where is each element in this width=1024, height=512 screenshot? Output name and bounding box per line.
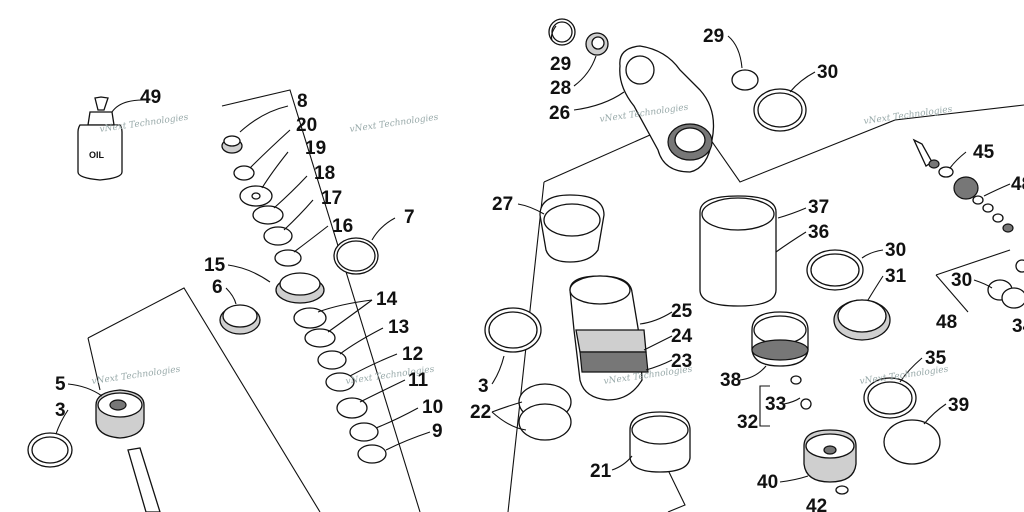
callout-label: 23: [671, 351, 692, 372]
callout-label: 8: [297, 91, 308, 112]
callout-label: 19: [305, 138, 326, 159]
callout-label: 16: [332, 216, 353, 237]
watermark-text: vNext Technologies: [349, 113, 439, 135]
callout-label: 24: [671, 326, 693, 347]
seal-rings-left: [219, 237, 379, 335]
main-cylinder: [484, 194, 691, 473]
callout-label: 48: [1011, 174, 1024, 195]
callout-label: 37: [808, 197, 829, 218]
callout-label: 31: [885, 266, 907, 287]
callout-label: 48: [936, 312, 957, 333]
adjuster-parts: [912, 138, 1024, 309]
callout-label: 32: [737, 412, 758, 433]
callout-label: 38: [720, 370, 741, 391]
shaft-assembly: [27, 389, 161, 512]
callout-label: 42: [806, 496, 827, 512]
callout-label: 20: [296, 115, 317, 136]
callout-label: 30: [885, 240, 906, 261]
callout-label: 3: [55, 400, 66, 421]
callout-label: 13: [388, 317, 409, 338]
callout-label: 28: [550, 78, 571, 99]
callout-label: 27: [492, 194, 513, 215]
watermark-text: vNext Technologies: [863, 105, 953, 127]
callout-label: 17: [321, 188, 342, 209]
callout-label: 36: [808, 222, 829, 243]
top-eyelet: [548, 18, 807, 173]
piston-stack: [221, 135, 387, 464]
oil-bottle: [77, 96, 123, 181]
leader-lines: [55, 25, 1011, 483]
callout-label: 39: [948, 395, 969, 416]
watermark-text: vNext Technologies: [91, 365, 181, 387]
callout-label: 7: [404, 207, 415, 228]
callout-label: 11: [408, 370, 429, 391]
callout-label: 45: [973, 142, 995, 163]
callout-label: 12: [402, 344, 423, 365]
group-outline-lines: [87, 89, 1024, 512]
lower-valve-parts: [790, 375, 941, 495]
callout-label: 26: [549, 103, 570, 124]
callout-label: 3: [478, 376, 489, 397]
callout-label: 29: [550, 54, 571, 75]
callout-label: 18: [314, 163, 335, 184]
callout-label: 14: [376, 289, 398, 310]
callout-label: 10: [422, 397, 443, 418]
callout-label: 30: [951, 270, 972, 291]
callout-label: 40: [757, 472, 778, 493]
callout-label: 33: [765, 394, 786, 415]
callout-labels: 49 8 20 19 18 17 16 7 15 6 14 13 12 11 1…: [55, 26, 1024, 512]
callout-label: 25: [671, 301, 693, 322]
callout-label: 21: [590, 461, 612, 482]
callout-label: 34: [1012, 316, 1024, 337]
callout-label: 29: [703, 26, 724, 47]
callout-label: 9: [432, 421, 443, 442]
callout-label: 5: [55, 374, 66, 395]
callout-label: 35: [925, 348, 947, 369]
callout-label: 49: [140, 87, 161, 108]
callout-label: 30: [817, 62, 838, 83]
callout-label: 6: [212, 277, 223, 298]
reservoir: [699, 195, 891, 367]
oil-text: OIL: [89, 150, 105, 160]
callout-label: 15: [204, 255, 226, 276]
callout-label: 22: [470, 402, 491, 423]
